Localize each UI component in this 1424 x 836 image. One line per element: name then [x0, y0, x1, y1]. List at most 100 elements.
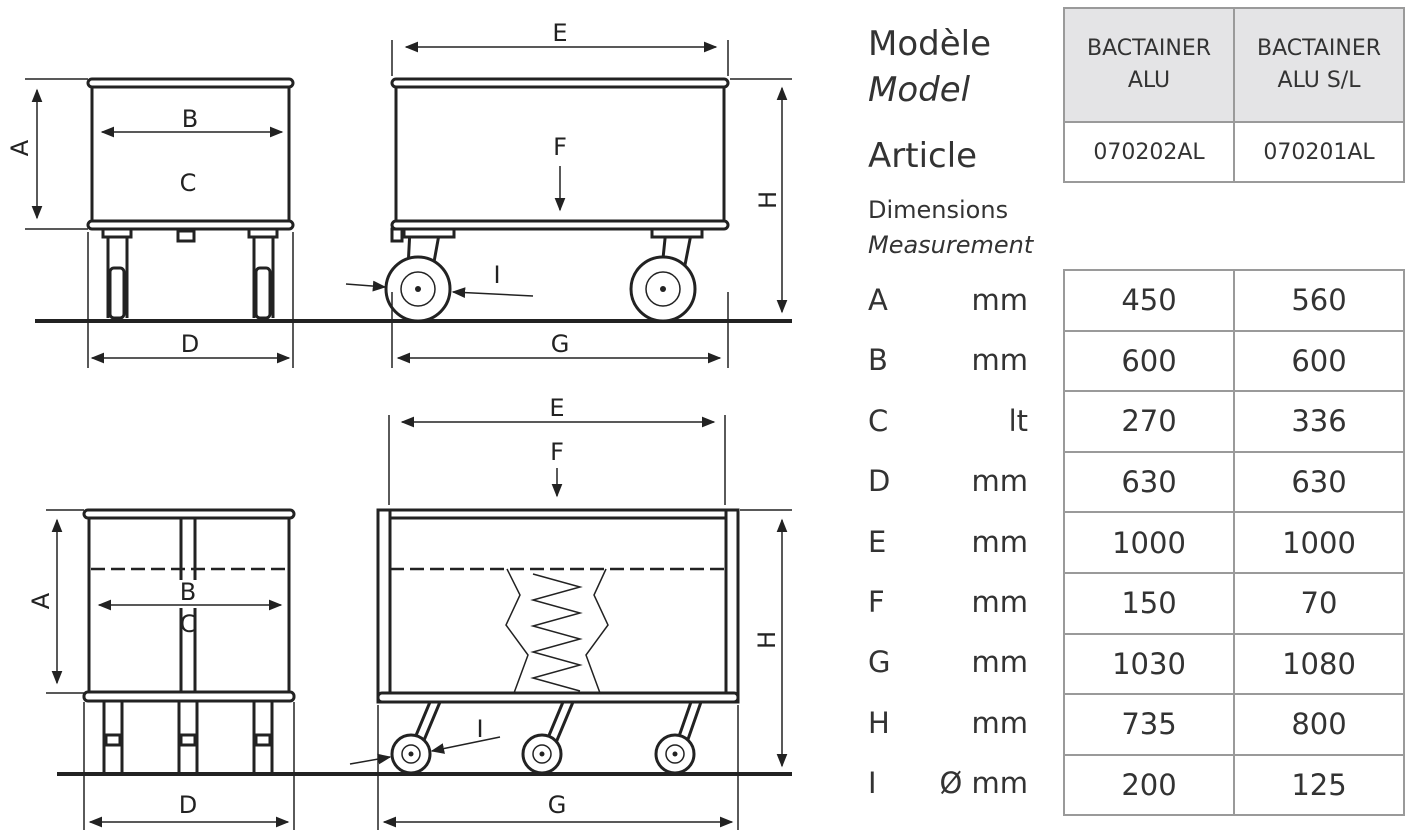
dim-line-i — [430, 736, 501, 754]
bottom-rim — [376, 691, 740, 704]
brake-lever — [176, 229, 196, 243]
dimension-unit: mm — [971, 464, 1029, 499]
dimension-unit: mm — [971, 343, 1029, 378]
caster-wheel — [254, 266, 272, 320]
label-f: F — [553, 133, 567, 161]
label-d: D — [181, 330, 199, 358]
break-line-right — [585, 568, 609, 694]
caster-wheel — [254, 733, 272, 747]
dimensions-label-fr: Dimensions — [868, 196, 1009, 224]
value-cell: 600 — [1063, 329, 1235, 393]
value-cell: 450 — [1063, 269, 1235, 332]
label-a: A — [27, 592, 55, 609]
label-b: B — [180, 578, 196, 606]
label-d: D — [179, 791, 197, 819]
value-cell: 200 — [1063, 753, 1235, 817]
value-cell: 1000 — [1233, 511, 1405, 574]
dimension-key: H — [868, 705, 890, 740]
dimension-unit: Ø mm — [939, 766, 1028, 801]
dimension-key: I — [868, 766, 877, 801]
label-e: E — [549, 394, 564, 422]
article-cell: 070201AL — [1233, 121, 1405, 183]
label-h: H — [753, 631, 781, 649]
label-i: I — [493, 261, 500, 289]
caster-plate — [402, 227, 456, 239]
leg — [252, 701, 274, 772]
caster-wheel — [104, 733, 122, 747]
dimension-unit: mm — [971, 524, 1029, 559]
value-cell: 125 — [1233, 753, 1405, 817]
leg — [102, 701, 124, 772]
value-cell: 270 — [1063, 390, 1235, 453]
label-f: F — [550, 438, 564, 466]
label-c: C — [180, 610, 197, 638]
value-cell: 800 — [1233, 693, 1405, 756]
label-e: E — [552, 19, 567, 47]
label-a: A — [6, 139, 34, 156]
break-line-left — [505, 568, 529, 694]
dimension-unit: lt — [1008, 403, 1028, 438]
label-g: G — [548, 791, 567, 819]
dimensions-label-en: Measurement — [868, 231, 1034, 259]
top-rim — [376, 508, 740, 520]
center-post — [179, 518, 197, 692]
value-cell: 1030 — [1063, 632, 1235, 696]
label-c: C — [180, 169, 197, 197]
label-g: G — [551, 330, 570, 358]
label-h: H — [754, 191, 782, 209]
spring — [530, 573, 583, 692]
caster-fork — [252, 237, 275, 318]
top-side-view: E F G H I — [345, 19, 792, 368]
dimension-unit: mm — [971, 645, 1029, 680]
dimension-unit: mm — [971, 705, 1029, 740]
label-b: B — [182, 105, 198, 133]
value-cell: 630 — [1063, 450, 1235, 514]
label-i: I — [476, 715, 483, 743]
leg — [177, 701, 199, 772]
dim-line-i — [451, 287, 534, 299]
top-front-view: A B C D — [6, 77, 792, 368]
value-cell: 70 — [1233, 571, 1405, 635]
caster-fork — [106, 237, 129, 318]
value-cell: 1080 — [1233, 632, 1405, 696]
value-cell: 1000 — [1063, 511, 1235, 574]
bottom-rim — [390, 219, 730, 231]
caster-plate — [650, 227, 704, 239]
value-cell: 560 — [1233, 269, 1405, 332]
caster-wheel — [179, 733, 197, 747]
right-post — [724, 508, 740, 704]
bottom-front-view: A B C D — [27, 508, 792, 830]
bottom-side-view: E F G H I — [349, 394, 792, 830]
caster-wheel — [108, 266, 126, 320]
dimension-key: D — [868, 464, 891, 499]
left-post — [376, 508, 392, 704]
value-cell: 630 — [1233, 450, 1405, 514]
dimension-key: A — [868, 283, 888, 317]
bottom-rim — [86, 219, 295, 231]
article-cell: 070202AL — [1063, 121, 1235, 183]
dimension-key: B — [868, 343, 888, 378]
article-row: 070202AL 070201AL — [1063, 121, 1405, 183]
tub-body — [90, 85, 291, 224]
value-cell: 336 — [1233, 390, 1405, 453]
dimension-unit: mm — [971, 585, 1029, 619]
technical-drawing: A B C D E F — [6, 19, 792, 830]
model-label-en: Model — [868, 70, 971, 110]
article-label: Article — [868, 136, 978, 176]
dimension-key: F — [868, 585, 885, 619]
bottom-rim — [82, 690, 296, 703]
caster-plate — [101, 227, 133, 239]
dimension-key: C — [868, 403, 889, 438]
